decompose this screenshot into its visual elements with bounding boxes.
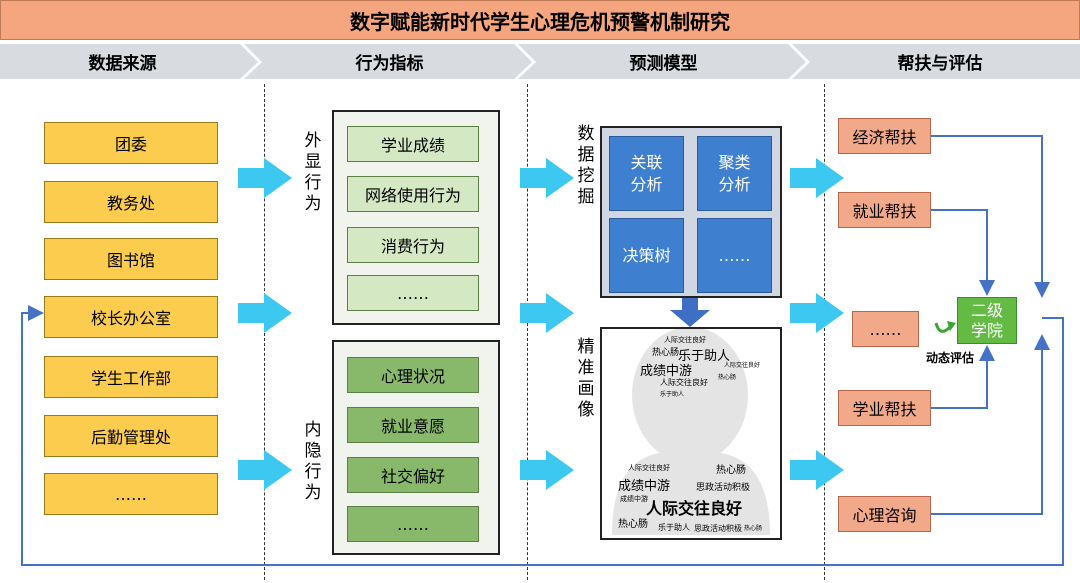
cloud-word: 人际交往良好 [660,378,708,387]
help-counseling: 心理咨询 [838,496,931,532]
cloud-word: 人际交往良好 [646,499,743,518]
indicator-employment-intent: 就业意愿 [347,407,479,443]
indicator-social-preference: 社交偏好 [347,457,479,493]
model-more: …… [697,218,772,293]
model-cluster-analysis: 聚类 分析 [697,136,772,211]
divider-3 [824,84,825,580]
help-more: …… [852,311,919,347]
indicator-academic-score: 学业成绩 [347,126,479,162]
indicator-internet-usage: 网络使用行为 [347,176,479,212]
source-logistics: 后勤管理处 [44,415,218,457]
stage-model: 预测模型 [629,54,698,74]
source-library: 图书馆 [44,238,218,280]
source-student-affairs: 学生工作部 [44,356,218,398]
model-association-analysis: 关联 分析 [609,136,684,211]
indicator-mental-state: 心理状况 [347,357,479,393]
stage-chevrons [0,44,1080,79]
cloud-word: 思政活动积极 [696,483,751,493]
cloud-word: 成绩中游 [620,495,648,503]
cloud-word: 人际交往良好 [664,336,706,344]
cloud-word: 成绩中游 [618,479,671,494]
profile-word-cloud: 人际交往良好 热心肠 乐于助人 人际交往良好 成绩中游 人际交往良好 热心肠 乐… [600,327,782,540]
indicator-explicit-more: …… [347,275,479,311]
stage-indicators: 行为指标 [355,54,424,74]
cloud-word: 热心肠 [744,525,763,532]
divider-2 [527,84,528,580]
help-economic: 经济帮扶 [838,118,931,154]
help-employment: 就业帮扶 [838,192,931,228]
cloud-word: 成绩中游 [640,364,693,379]
source-more: …… [44,473,218,515]
help-academic: 学业帮扶 [838,390,931,426]
college-line-1: 二级 [970,300,1003,320]
stage-data-source: 数据来源 [88,54,157,74]
page-title: 数字赋能新时代学生心理危机预警机制研究 [0,0,1080,40]
explicit-behavior-label: 外显行为 [304,131,322,214]
stage-help-eval: 帮扶与评估 [897,54,983,74]
college-line-2: 学院 [970,320,1003,340]
source-academic-affairs: 教务处 [44,181,218,223]
implicit-behavior-label: 内隐行为 [304,420,322,503]
cloud-word: 热心肠 [718,374,737,381]
indicator-consumption: 消费行为 [347,227,479,263]
source-president-office: 校长办公室 [44,296,218,338]
cloud-word: 乐于助人 [678,349,731,364]
secondary-college: 二级 学院 [957,297,1017,344]
data-mining-label: 数据挖掘 [577,124,595,207]
precise-profile-label: 精准画像 [577,337,595,420]
model-decision-tree: 决策树 [609,218,684,293]
cloud-word: 乐于助人 [660,391,685,398]
cloud-word: 人际交往良好 [724,362,761,369]
cloud-word: 人际交往良好 [628,464,670,472]
cloud-word: 热心肠 [618,519,648,530]
cloud-word: 热心肠 [652,348,680,358]
indicator-implicit-more: …… [347,506,479,542]
cloud-word: 热心肠 [716,465,746,476]
cloud-word: 乐于助人 [658,523,690,532]
source-youth-league: 团委 [44,122,218,164]
cloud-word: 思政活动积极 [694,524,742,533]
dynamic-evaluation-label: 动态评估 [926,351,975,365]
